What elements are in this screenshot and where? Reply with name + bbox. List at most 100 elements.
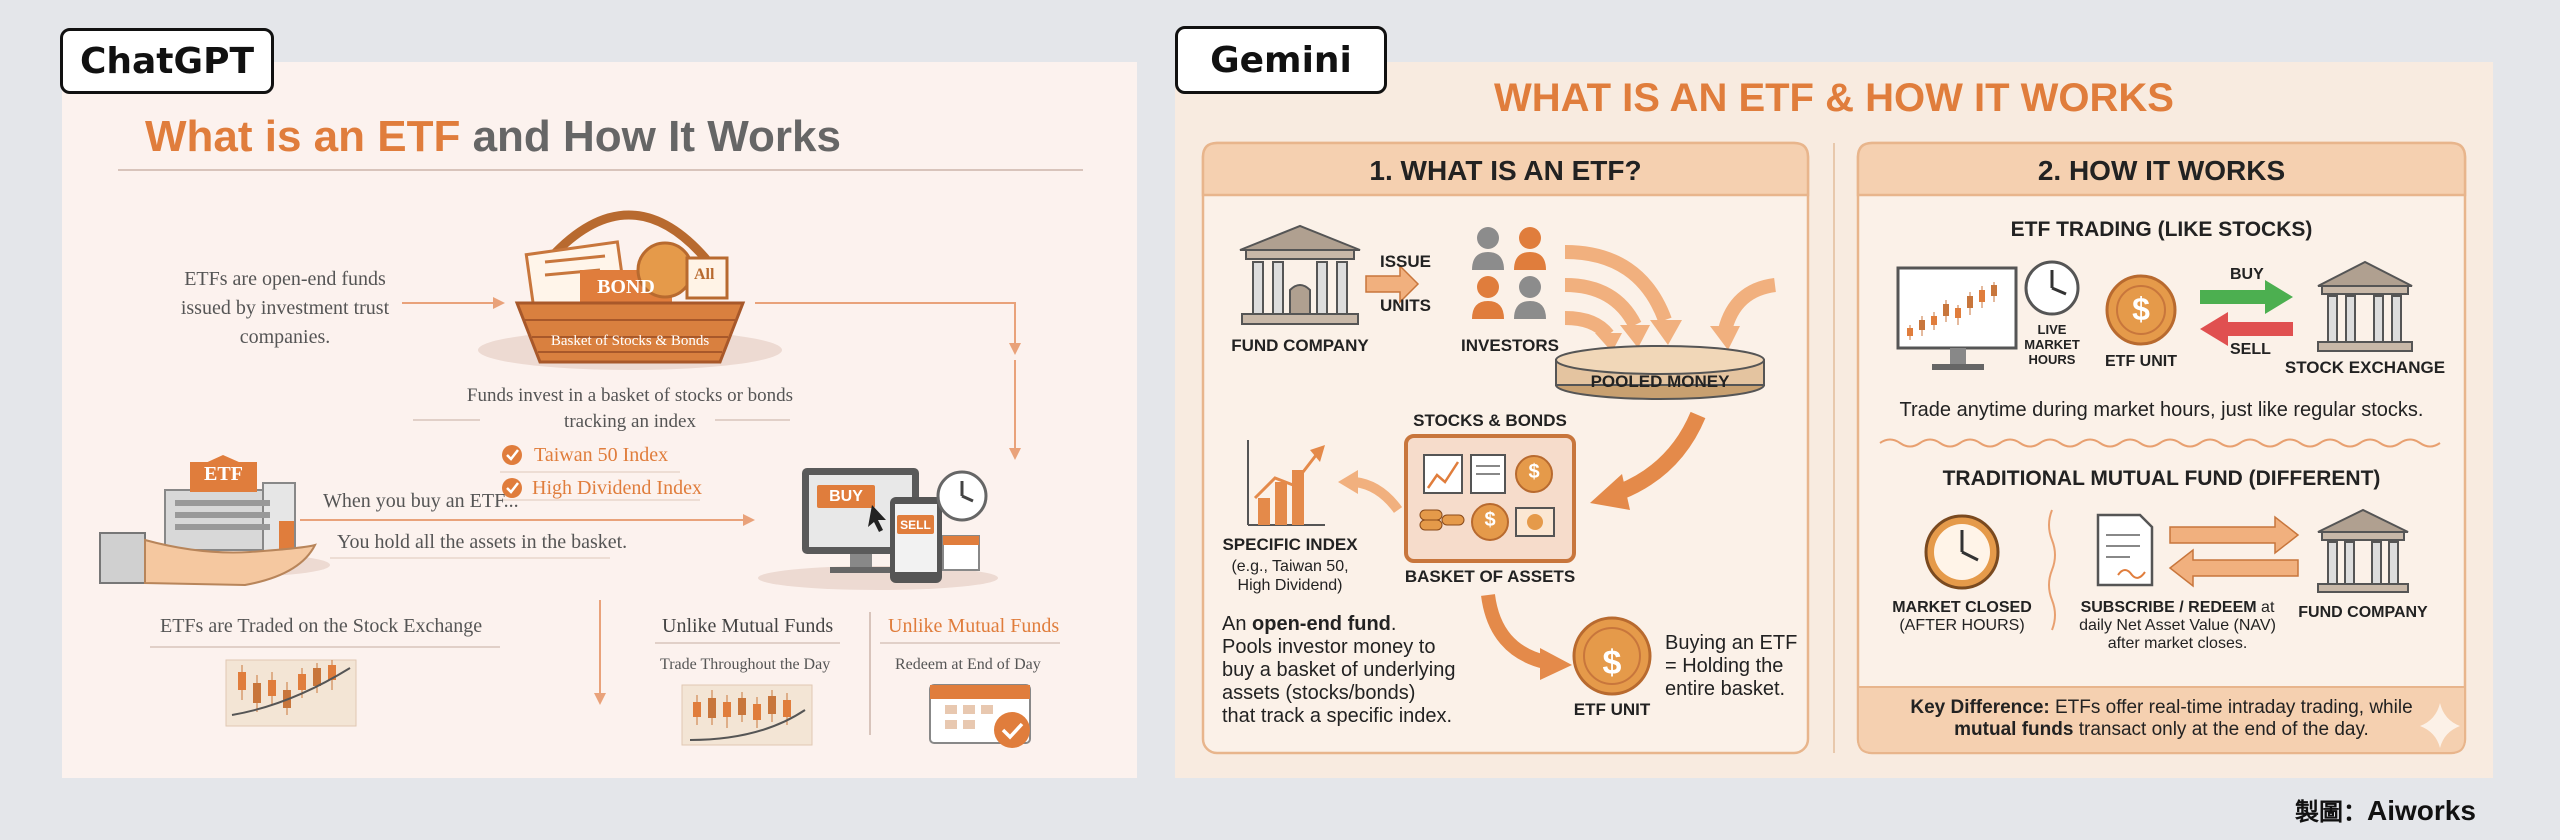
subscribe-2: daily Net Asset Value (NAV) (2079, 617, 2276, 634)
investors-label: INVESTORS (1461, 336, 1559, 355)
buy-arrow (2200, 280, 2293, 314)
investors-icon (1472, 227, 1546, 319)
etf-unit-coin-2-glyph: $ (2132, 291, 2150, 327)
trading-title: ETF TRADING (LIKE STOCKS) (2010, 218, 2313, 241)
etf-unit-coin-1-glyph: $ (1602, 644, 1622, 682)
stocks-bonds-label: STOCKS & BONDS (1413, 411, 1567, 430)
section2-header: 2. HOW IT WORKS (2037, 155, 2286, 186)
gemini-tag: Gemini (1175, 26, 1387, 94)
check-badge-icon (994, 712, 1030, 748)
buy-line-2: You hold all the assets in the basket. (337, 531, 628, 553)
live-2: MARKET (2024, 337, 2080, 352)
desc-line-4: assets (stocks/bonds) (1222, 682, 1416, 704)
etf-unit-label-1: ETF UNIT (1573, 700, 1651, 719)
unlike-2-sub: Redeem at End of Day (895, 656, 1041, 673)
key-difference-bg (1857, 686, 2466, 754)
key-rest-2: transact only at the end of the day. (2073, 719, 2369, 740)
specific-index-label: SPECIFIC INDEX (1222, 535, 1358, 554)
buy-line-1: When you buy an ETF... (323, 490, 519, 512)
basket-handle (536, 210, 719, 273)
key-rest: ETFs offer real-time intraday trading, w… (2049, 697, 2413, 718)
specific-index-sub: (e.g., Taiwan 50, High Dividend) (1215, 557, 1365, 595)
buying-etf-text: Buying an ETF = Holding the entire baske… (1665, 632, 1797, 701)
key-difference-text: Key Difference: ETFs offer real-time int… (1858, 697, 2465, 741)
key-bold: Key Difference: (1910, 697, 2050, 718)
section1-header-bg (1201, 141, 1810, 197)
sparkle-icon (2420, 703, 2460, 748)
trade-anytime-text: Trade anytime during market hours, just … (1899, 399, 2424, 421)
issue-arrow (1365, 264, 1420, 304)
trading-monitor-icon (1896, 266, 2018, 370)
subscribe-document-icon (2096, 513, 2154, 587)
desc-line-2: Pools investor money to (1222, 636, 1436, 658)
etf-unit-coin-1 (1572, 616, 1652, 696)
buy-button-graphic (817, 485, 875, 508)
pooled-money-label: POOLED MONEY (1590, 372, 1730, 391)
buying-line-1: Buying an ETF (1665, 632, 1798, 654)
all-label: All (694, 266, 715, 283)
candle-chart-1 (225, 659, 357, 727)
fund-company-label-2: FUND COMPANY (2298, 604, 2428, 621)
buying-line-2: = Holding the (1665, 655, 1784, 677)
subscribe-redeem-text: SUBSCRIBE / REDEEM at daily Net Asset Va… (2060, 599, 2295, 653)
intro-line-3: companies. (239, 326, 331, 348)
sell-arrow (2200, 312, 2293, 346)
etf-sign (190, 462, 257, 492)
section2-header-bg (1856, 141, 2467, 197)
device-buy-label: BUY (829, 488, 863, 505)
stock-exchange-label: STOCK EXCHANGE (2284, 358, 2446, 377)
credit-prefix: 製圖： (2295, 798, 2367, 826)
all-card (685, 256, 729, 300)
intro-line-2: issued by investment trust (180, 297, 390, 319)
desc-line-5: that track a specific index. (1222, 705, 1453, 727)
flow-arrows (1564, 245, 1777, 340)
candle-chart-2 (681, 684, 813, 746)
subscribe-bold: SUBSCRIBE / REDEEM (2080, 599, 2257, 616)
invest-text: Funds invest in a basket of stocks or bo… (440, 383, 820, 435)
sell-label: SELL (2230, 341, 2271, 358)
index-2: High Dividend Index (532, 477, 702, 499)
live-3: HOURS (2028, 352, 2076, 367)
fund-company-icon-2 (2317, 508, 2409, 593)
fund-company-icon (1239, 224, 1361, 325)
basket-body (514, 301, 746, 364)
invest-line-1: Funds invest in a basket of stocks or bo… (466, 385, 794, 406)
basket-to-unit-arrow (1481, 593, 1547, 669)
key-bold-2: mutual funds (1954, 719, 2074, 740)
index-1: Taiwan 50 Index (534, 444, 669, 466)
calendar-icon-big (929, 684, 1031, 748)
open-end-description: An open-end fund. Pools investor money t… (1222, 613, 1456, 728)
basket-coin-glyph-2: $ (1484, 509, 1496, 531)
section1-header: 1. WHAT IS AN ETF? (1369, 155, 1642, 186)
fund-company-label: FUND COMPANY (1231, 336, 1369, 355)
left-title: What is an ETF and How It Works (145, 112, 841, 162)
unlike-2: Unlike Mutual Funds (888, 615, 1060, 637)
basket-asset-icons (1419, 454, 1555, 541)
stock-exchange-icon (2317, 260, 2413, 352)
credit-brand: Aiworks (2367, 795, 2476, 826)
chatgpt-tag: ChatGPT (60, 28, 274, 94)
basket-coin-glyph-1: $ (1528, 461, 1540, 483)
basket-of-assets-label: BASKET OF ASSETS (1404, 567, 1576, 586)
pooled-money-icon (1555, 345, 1765, 400)
hand-icon (144, 538, 317, 587)
subscribe-3: after market closes. (2107, 635, 2248, 652)
basket-caption: Basket of Stocks & Bonds (550, 333, 710, 349)
etf-sign-label: ETF (204, 463, 243, 485)
desc-suffix: . (1390, 613, 1397, 635)
right-title: WHAT IS AN ETF & HOW IT WORKS (1494, 76, 2174, 120)
desc-bold: open-end fund (1252, 613, 1391, 635)
market-closed-label: MARKET CLOSED (AFTER HOURS) (1882, 599, 2042, 635)
intro-line-1: ETFs are open-end funds (184, 268, 386, 290)
bond-label: BOND (597, 276, 655, 298)
invest-line-2: tracking an index (564, 411, 696, 432)
intro-text: ETFs are open-end funds issued by invest… (170, 265, 400, 352)
pool-to-basket-arrow (1616, 411, 1706, 500)
unlike-1: Unlike Mutual Funds (662, 615, 834, 637)
subscribe-at: at (2256, 599, 2275, 616)
specific-index-sub-2: High Dividend) (1237, 577, 1343, 594)
etf-unit-label-2: ETF UNIT (2105, 353, 2177, 370)
desc-line-3: buy a basket of underlying (1222, 659, 1456, 681)
desc-prefix: An (1222, 613, 1253, 635)
